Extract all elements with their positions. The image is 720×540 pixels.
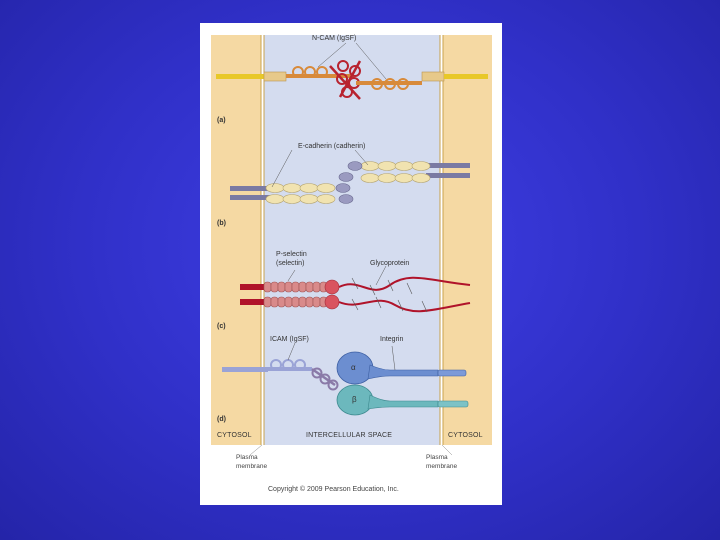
right-membrane-pointer — [441, 444, 453, 456]
cytosol-right-label: CYTOSOL — [448, 432, 483, 439]
copyright-notice: Copyright © 2009 Pearson Education, Inc. — [268, 486, 399, 493]
figure-panel: N-CAM (IgSF) (a) E-cadherin (cadherin) (… — [200, 23, 502, 505]
adhesion-diagram — [211, 35, 492, 456]
panel-d-tag: (d) — [217, 416, 226, 423]
cytosol-right-region — [443, 35, 492, 445]
ecadherin-label: E-cadherin (cadherin) — [298, 143, 366, 150]
cytosol-left-label: CYTOSOL — [217, 432, 252, 439]
plasma-membrane-left-1: Plasma — [236, 454, 258, 461]
panel-a-tag: (a) — [217, 117, 226, 124]
ncam-structure — [216, 42, 488, 100]
plasma-membrane-left-2: membrane — [236, 463, 268, 470]
plasma-membrane-right-2: membrane — [426, 463, 458, 470]
intercellular-space-label: INTERCELLULAR SPACE — [306, 432, 393, 439]
glycoprotein-label: Glycoprotein — [370, 260, 410, 267]
pselectin-label: P-selectin — [276, 251, 307, 258]
panel-c-tag: (c) — [217, 323, 226, 330]
ecadherin-structure — [230, 149, 470, 204]
beta-subunit-label: β — [352, 395, 357, 404]
ncam-label: N-CAM (IgSF) — [312, 35, 357, 42]
panel-b-tag: (b) — [217, 220, 226, 227]
cytosol-left-region — [211, 35, 261, 445]
pselectin-structure — [240, 265, 471, 313]
alpha-subunit-label: α — [351, 363, 356, 372]
icam-integrin-structure — [222, 342, 469, 416]
plasma-membrane-right-1: Plasma — [426, 454, 448, 461]
icam-label: ICAM (IgSF) — [270, 336, 309, 343]
integrin-label: Integrin — [380, 336, 404, 343]
left-membrane-pointer — [249, 444, 263, 456]
pselectin-sublabel: (selectin) — [276, 260, 305, 267]
